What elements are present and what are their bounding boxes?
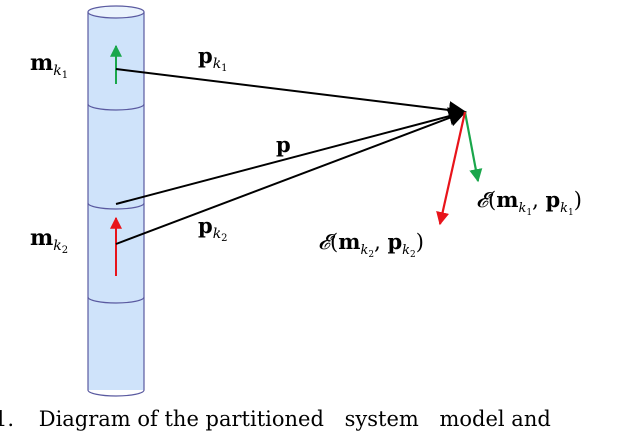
caption-fragment-2: Diagram of the partitioned <box>38 407 324 431</box>
vector-p <box>115 107 467 205</box>
label-p: p <box>276 132 291 157</box>
field-E-k2-arrow <box>436 111 467 226</box>
label-m-k2: mk2 <box>30 225 68 256</box>
vector-p-k2 <box>115 109 467 245</box>
label-m-k1: mk1 <box>30 50 68 81</box>
label-E-k2: 𝓔(mk2, pk2) <box>318 229 424 260</box>
label-E-k1: 𝓔(mk1, pk1) <box>476 187 582 218</box>
cylinder-bottom-cap <box>87 389 145 397</box>
label-p-k1: pk1 <box>198 43 228 74</box>
segment-divider-3 <box>87 296 145 304</box>
caption-fragment-3: system <box>344 407 419 431</box>
caption-fragment-1: 1. <box>0 407 15 431</box>
segment-divider-1 <box>87 103 145 111</box>
vector-p-k1 <box>115 68 467 119</box>
label-p-k2: pk2 <box>198 213 228 244</box>
segment-divider-2 <box>87 202 145 210</box>
figure-caption: 1. Diagram of the partitioned system mod… <box>0 404 632 431</box>
cylinder-top-cap <box>87 5 145 19</box>
caption-fragment-4: model and <box>439 407 551 431</box>
field-E-k1-arrow <box>463 111 483 183</box>
